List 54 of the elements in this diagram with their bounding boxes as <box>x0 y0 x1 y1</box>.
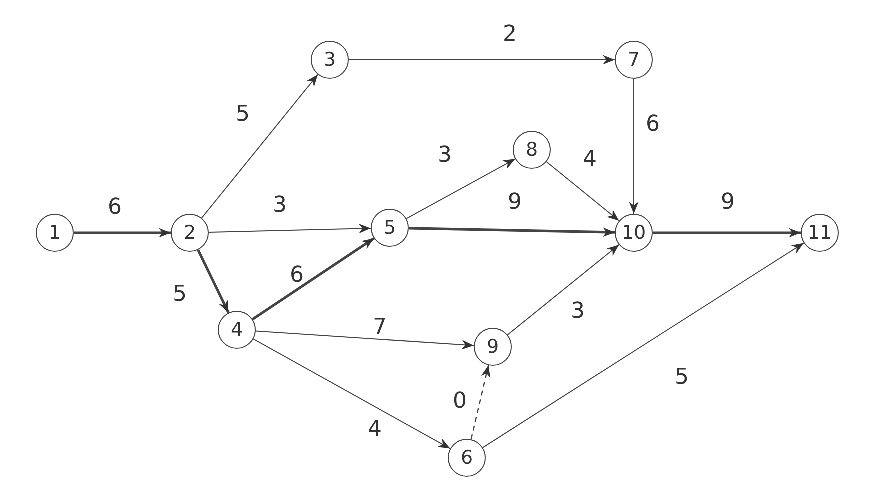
arrow <box>348 55 616 65</box>
edge-label: 2 <box>503 24 517 46</box>
arrow <box>201 74 319 219</box>
edge-label: 0 <box>453 391 467 413</box>
node-number: 2 <box>184 222 196 244</box>
arrow <box>406 158 516 220</box>
node-circle <box>171 214 209 252</box>
node-circle <box>474 328 512 366</box>
edge-label: 4 <box>368 419 382 441</box>
node-number: 11 <box>808 222 832 244</box>
arrow <box>507 244 620 336</box>
node-number: 4 <box>230 319 244 341</box>
node-circle <box>513 131 551 169</box>
edge-label: 5 <box>236 104 250 126</box>
edge-label: 6 <box>108 197 122 219</box>
edge-label: 5 <box>173 284 187 306</box>
node-circle <box>371 209 409 247</box>
node-number: 1 <box>48 222 62 244</box>
edge-label: 9 <box>508 192 522 214</box>
node-circle <box>311 41 349 79</box>
node-number: 6 <box>460 447 474 469</box>
arrow <box>74 228 171 238</box>
node-circle <box>218 311 256 349</box>
arrow <box>408 227 616 238</box>
node-circle <box>615 214 653 252</box>
arrow <box>197 250 230 314</box>
edge-label: 5 <box>675 367 689 389</box>
arrow <box>208 224 372 234</box>
arrow <box>546 162 620 222</box>
node-circle <box>36 214 74 252</box>
arrow <box>470 365 491 440</box>
node-number: 5 <box>384 217 396 239</box>
arrow <box>653 228 801 238</box>
arrow <box>255 330 475 350</box>
arrow <box>482 242 804 448</box>
node-number: 10 <box>622 222 646 244</box>
edge-label: 6 <box>646 114 660 136</box>
node-circle <box>801 214 839 252</box>
edge-label: 3 <box>438 145 452 167</box>
edge-label: 7 <box>373 317 387 339</box>
edge-label: 3 <box>273 195 287 217</box>
arrow <box>252 237 375 321</box>
node-circle <box>615 41 653 79</box>
node-number: 7 <box>628 49 640 71</box>
edge-label: 9 <box>721 192 735 214</box>
node-number: 3 <box>324 49 336 71</box>
arrow <box>629 78 639 214</box>
node-number: 8 <box>526 139 538 161</box>
edge-label: 4 <box>583 149 597 171</box>
node-number: 9 <box>486 336 500 358</box>
arrow <box>253 338 451 450</box>
edge-label: 3 <box>571 301 585 323</box>
edge-label: 6 <box>290 265 304 287</box>
node-circle <box>448 439 486 477</box>
